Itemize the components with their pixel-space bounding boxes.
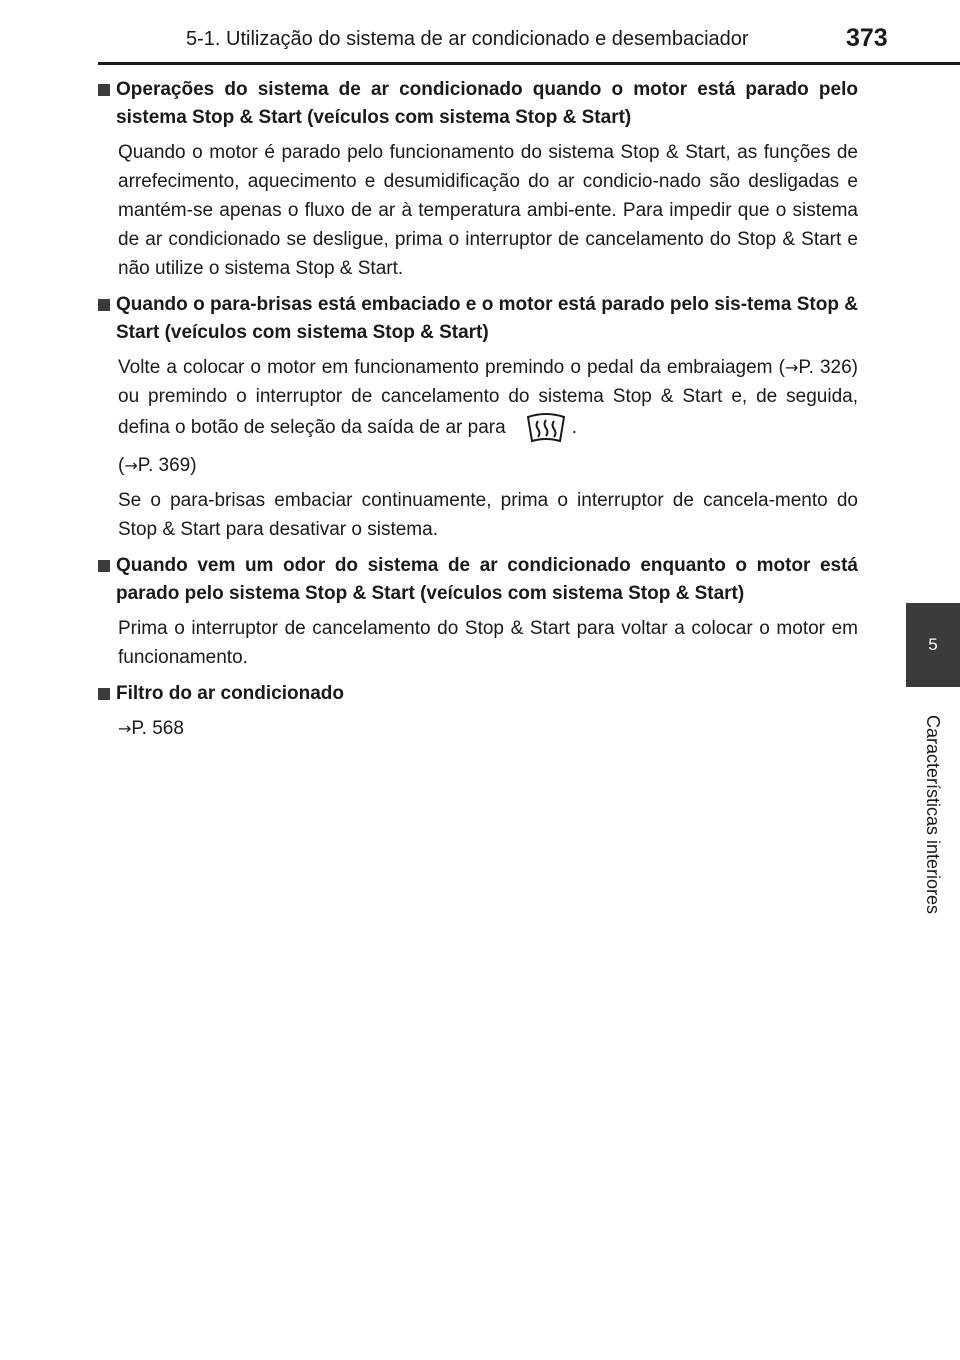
section-body: Se o para-brisas embaciar continuamente,… xyxy=(118,490,858,540)
body-text: Volte a colocar o motor em funcionamento… xyxy=(118,357,785,378)
heading-square-bullet xyxy=(98,560,110,572)
heading-text: Operações do sistema de ar condicionado … xyxy=(116,79,858,128)
heading-text: Filtro do ar condicionado xyxy=(116,683,344,704)
windshield-defroster-icon xyxy=(524,411,568,445)
section-body: Volte a colocar o motor em funcionamento… xyxy=(118,353,858,445)
section-body: Quando o motor é parado pelo funcionamen… xyxy=(118,142,858,279)
reference-arrow: → xyxy=(118,719,132,738)
chapter-label-text: Características interiores xyxy=(923,714,944,914)
reference-arrow: → xyxy=(124,456,138,475)
section-windshield-fogged: Quando o para-brisas está embaciado e o … xyxy=(98,291,858,544)
heading-square-bullet xyxy=(98,84,110,96)
body-text: P. 326) ou premindo o interruptor de can… xyxy=(118,357,859,439)
reference-arrow: → xyxy=(784,358,799,377)
body-text: . xyxy=(571,417,577,439)
running-header: 5-1. Utilização do sistema de ar condici… xyxy=(186,28,749,50)
section-ac-filter: Filtro do ar condicionado →P. 568 xyxy=(98,680,858,743)
heading-text: Quando o para-brisas está embaciado e o … xyxy=(116,294,858,343)
page-reference: →P. 568 xyxy=(118,718,184,739)
page-reference: (→P. 369) xyxy=(118,455,197,476)
page-number: 373 xyxy=(846,24,888,52)
main-content: Operações do sistema de ar condicionado … xyxy=(98,76,858,751)
section-ac-odor: Quando vem um odor do sistema de ar cond… xyxy=(98,552,858,672)
section-heading: Operações do sistema de ar condicionado … xyxy=(98,76,858,132)
heading-square-bullet xyxy=(98,688,110,700)
heading-square-bullet xyxy=(98,299,110,311)
section-heading: Quando o para-brisas está embaciado e o … xyxy=(98,291,858,347)
header-rule xyxy=(98,62,960,65)
chapter-number: 5 xyxy=(928,635,938,654)
heading-text: Quando vem um odor do sistema de ar cond… xyxy=(116,555,858,604)
section-heading: Quando vem um odor do sistema de ar cond… xyxy=(98,552,858,608)
chapter-tab: 5 xyxy=(906,603,960,687)
section-heading: Filtro do ar condicionado xyxy=(98,680,858,708)
section-ac-stop-start: Operações do sistema de ar condicionado … xyxy=(98,76,858,283)
section-body: Prima o interruptor de cancelamento do S… xyxy=(118,618,858,668)
chapter-label: Características interiores xyxy=(906,700,960,928)
